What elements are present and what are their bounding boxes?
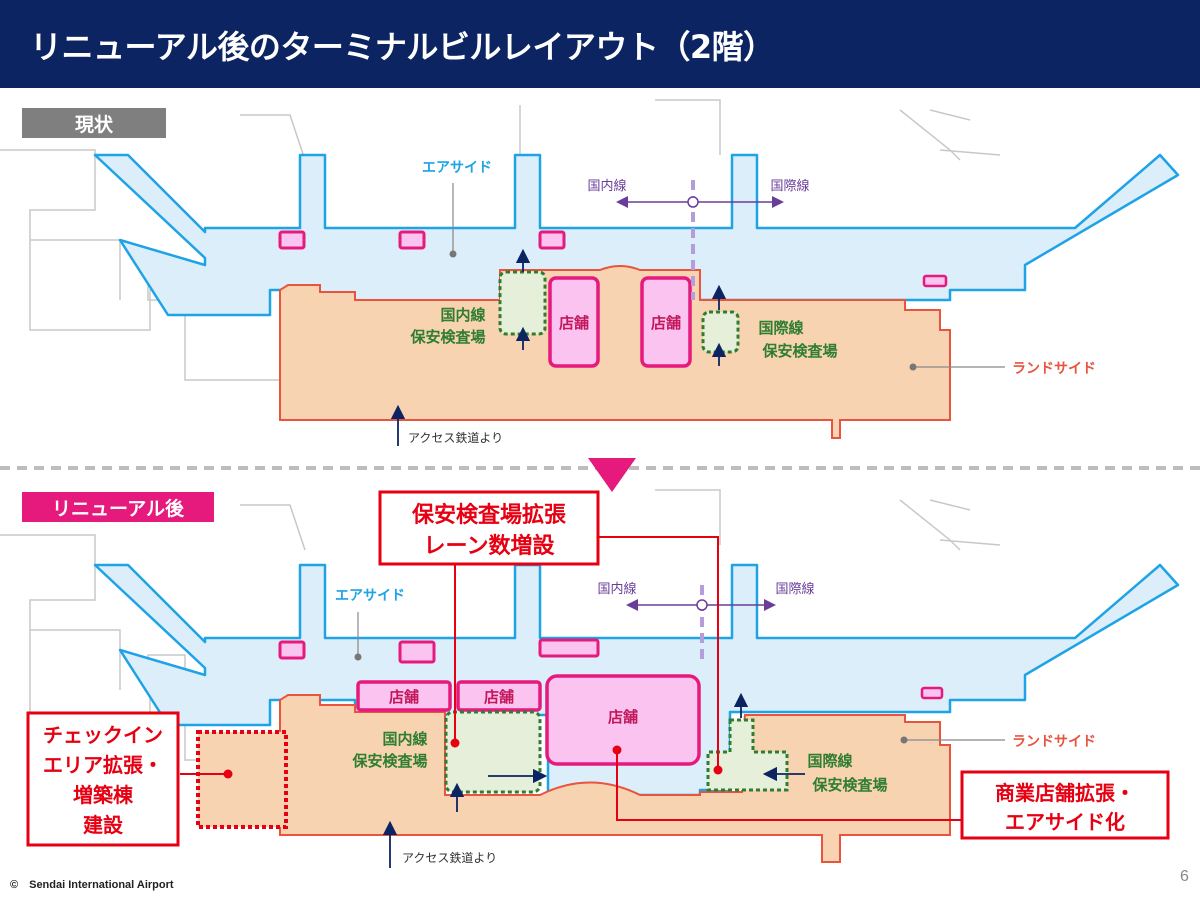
transition-arrow-icon bbox=[588, 458, 636, 492]
renewal-shop-1 bbox=[356, 680, 452, 712]
callout-security-connector bbox=[454, 536, 719, 768]
renewal-shop-label-1: 店舗 bbox=[389, 688, 419, 706]
renewal-airside-label: エアサイド bbox=[335, 588, 405, 604]
checkin-extension-area bbox=[196, 730, 288, 829]
current-dom-security-label-1: 国内線 bbox=[440, 306, 485, 324]
page-number: 6 bbox=[1180, 868, 1189, 885]
renewal-plan: 店舗 店舗 店舗 国内線 国際線 国内線 保安検査場 国際線 保安検査場 エアサ… bbox=[0, 489, 1180, 868]
renewal-shop-label-2: 店舗 bbox=[484, 688, 514, 706]
callout-security-dot-2 bbox=[713, 765, 723, 775]
page-title: リニューアル後のターミナルビルレイアウト（2階） bbox=[30, 28, 775, 66]
renewal-badge-box bbox=[22, 492, 214, 522]
callout-checkin-line-2: エリア拡張・ bbox=[43, 753, 163, 777]
renewal-intl-security-label-1: 国際線 bbox=[807, 752, 852, 770]
callout-commercial-dot bbox=[612, 745, 622, 755]
current-badge-box bbox=[22, 108, 166, 138]
callout-checkin-dot bbox=[223, 769, 233, 779]
current-shop-label-2: 店舗 bbox=[651, 314, 681, 332]
callout-checkin: チェックイン エリア拡張・ 増築棟 建設 bbox=[26, 711, 180, 847]
renewal-landside-label: ランドサイド bbox=[1012, 734, 1096, 750]
renewal-airside-shop-1 bbox=[278, 640, 306, 660]
current-airside-shop-2 bbox=[398, 230, 426, 250]
current-airside-label: エアサイド bbox=[422, 160, 492, 176]
callout-security: 保安検査場拡張 レーン数増設 bbox=[378, 490, 600, 566]
current-landside-dot bbox=[909, 363, 917, 371]
current-dom-intl-center bbox=[687, 196, 699, 208]
renewal-dom-intl-center bbox=[696, 599, 708, 611]
callout-security-line-1: 保安検査場拡張 bbox=[411, 502, 567, 528]
current-domestic-label: 国内線 bbox=[587, 178, 626, 194]
renewal-domestic-label: 国内線 bbox=[597, 581, 636, 597]
current-shop-label-1: 店舗 bbox=[559, 314, 589, 332]
renewal-badge: リニューアル後 bbox=[52, 497, 185, 520]
renewal-airside-shop-2 bbox=[398, 640, 436, 664]
current-badge: 現状 bbox=[75, 113, 114, 136]
callout-commercial-line-1: 商業店舗拡張・ bbox=[995, 781, 1135, 805]
current-shop-1 bbox=[548, 276, 600, 368]
renewal-international-label: 国際線 bbox=[775, 581, 814, 597]
renewal-airside-shop-3 bbox=[538, 638, 600, 658]
current-airside-shop-3 bbox=[538, 230, 566, 250]
current-intl-security bbox=[701, 310, 740, 354]
callout-commercial: 商業店舗拡張・ エアサイド化 bbox=[960, 770, 1170, 840]
title-bar: リニューアル後のターミナルビルレイアウト（2階） bbox=[0, 0, 1200, 88]
current-airside-shop-1 bbox=[278, 230, 306, 250]
footer-copyright: © Sendai International Airport bbox=[10, 879, 174, 891]
current-airside-dot bbox=[449, 250, 457, 258]
current-intl-security-label-1: 国際線 bbox=[758, 319, 803, 337]
callout-checkin-line-1: チェックイン bbox=[43, 723, 163, 747]
renewal-intl-security-label-2: 保安検査場 bbox=[811, 776, 887, 794]
current-international-label: 国際線 bbox=[770, 178, 809, 194]
callout-commercial-connector bbox=[616, 750, 962, 821]
background-outline bbox=[0, 99, 1001, 381]
renewal-access-label: アクセス鉄道より bbox=[402, 850, 497, 865]
callout-commercial-line-2: エアサイド化 bbox=[1005, 810, 1125, 834]
current-plan: 店舗 店舗 国内線 国際線 国内線 保安検査場 国際線 保安検査場 エアサイド … bbox=[0, 99, 1180, 446]
renewal-shop-3 bbox=[545, 674, 701, 766]
current-landside-label: ランドサイド bbox=[1012, 361, 1096, 377]
renewal-shop-label-3: 店舗 bbox=[608, 708, 638, 726]
current-airside-shop-4 bbox=[922, 274, 948, 288]
current-access-label: アクセス鉄道より bbox=[408, 430, 503, 445]
current-dom-security bbox=[498, 270, 547, 336]
current-intl-security-label-2: 保安検査場 bbox=[761, 342, 837, 360]
renewal-landside-dot bbox=[900, 736, 908, 744]
renewal-dom-security bbox=[444, 710, 542, 794]
callout-checkin-line-4: 建設 bbox=[83, 813, 124, 837]
renewal-dom-security-label-2: 保安検査場 bbox=[351, 752, 427, 770]
renewal-airside-dot bbox=[354, 653, 362, 661]
current-dom-security-label-2: 保安検査場 bbox=[409, 328, 485, 346]
renewal-dom-security-label-1: 国内線 bbox=[382, 730, 427, 748]
callout-security-dot-1 bbox=[450, 738, 460, 748]
callout-checkin-line-3: 増築棟 bbox=[73, 783, 134, 807]
renewal-airside-shop-4 bbox=[920, 686, 944, 700]
current-airside-area bbox=[93, 153, 1180, 317]
renewal-shop-2 bbox=[456, 680, 542, 712]
current-shop-2 bbox=[640, 276, 692, 368]
callout-security-line-2: レーン数増設 bbox=[424, 533, 556, 559]
